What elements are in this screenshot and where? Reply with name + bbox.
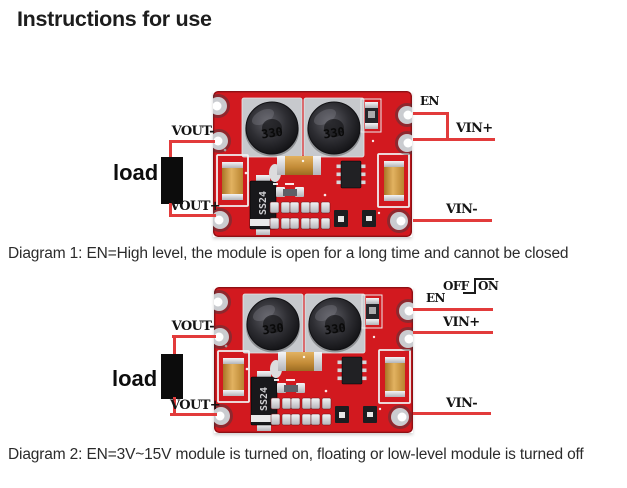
caption-diagram2: Diagram 2: EN=3V~15V module is turned on…: [8, 446, 584, 463]
label-vin-plus-d2: VIN+: [443, 315, 480, 330]
svg-text:330: 330: [323, 321, 346, 338]
caption-diagram1: Diagram 1: EN=High level, the module is …: [8, 245, 569, 262]
label-vin-minus-d1: VIN-: [446, 202, 478, 217]
smd-chips-bottom: [334, 210, 376, 227]
label-vout-minus-d1: VOUT-: [171, 124, 215, 139]
diode-ss24-icon: SS24: [249, 175, 277, 235]
wire-en-d2: [413, 308, 493, 311]
label-vout-plus-d1: VOUT+: [170, 199, 221, 214]
pcb-module-photo: 330 330: [213, 91, 412, 237]
wire-en-d1: [413, 112, 448, 115]
label-vin-minus-d2: VIN-: [446, 396, 478, 411]
switch-waveform-edge-icon: [474, 278, 476, 294]
label-on-d2: ON: [478, 279, 499, 293]
silkscreen-dots: [224, 335, 382, 411]
pcb-module-diagram1: 330 330: [213, 91, 412, 237]
wire-vout-minus-d2: [172, 335, 216, 338]
pcb-module-diagram2: 330 330: [214, 287, 413, 433]
page-title: Instructions for use: [17, 7, 212, 31]
solder-pad-grid: [270, 397, 332, 426]
switch-waveform-low-icon: [463, 292, 476, 294]
ic-sot23-icon: [337, 356, 367, 385]
svg-text:SS24: SS24: [259, 387, 270, 411]
wire-vin-minus-d2: [413, 412, 491, 415]
edge-pads-right: [388, 299, 413, 429]
svg-text:330: 330: [261, 321, 284, 338]
pcb-module-photo: 330 330: [214, 287, 413, 433]
load-resistor-d1: [161, 157, 183, 204]
label-load-d1: load: [113, 160, 159, 185]
capacitor-center-icon: [269, 156, 321, 182]
silkscreen-dots: [223, 139, 381, 215]
edge-pads-right: [387, 103, 412, 233]
wire-vout-plus-d2: [170, 413, 217, 416]
pcb-board-edge: [213, 91, 412, 237]
label-en-d1: EN: [420, 94, 440, 108]
wire-vout-minus-d1: [169, 140, 215, 143]
inductor-330-left-icon: 330: [246, 297, 300, 353]
wire-vin-plus-d1: [413, 138, 495, 141]
smd-resistor-icon: [361, 294, 383, 329]
svg-text:330: 330: [260, 125, 283, 142]
switch-waveform-high-icon: [474, 278, 494, 280]
capacitor-center-icon: [270, 352, 322, 378]
wire-load-top-d1: [169, 140, 172, 158]
label-en-d2: EN: [426, 291, 446, 305]
label-off-d2: OFF: [443, 279, 469, 293]
inductor-330-left-icon: 330: [245, 101, 299, 157]
svg-text:330: 330: [322, 125, 345, 142]
wire-vin-minus-d1: [413, 219, 492, 222]
wire-vout-plus-d1: [169, 214, 216, 217]
wire-load-bottom-d2: [173, 397, 176, 414]
wire-en-to-vinplus-d1: [446, 112, 449, 140]
solder-pad-grid: [269, 201, 331, 230]
inductor-330-right-icon: 330: [307, 101, 361, 157]
capacitor-left-icon: [217, 350, 250, 403]
edge-pads-left: [214, 290, 233, 428]
smd-component-icon: [274, 379, 305, 393]
capacitor-right-icon: [378, 349, 411, 404]
inductor-330-right-icon: 330: [308, 297, 362, 353]
wire-load-top-d2: [173, 335, 176, 355]
capacitor-left-icon: [216, 154, 249, 207]
smd-resistor-icon: [360, 98, 382, 133]
capacitor-right-icon: [377, 153, 410, 208]
edge-pads-left: [213, 94, 232, 232]
smd-chips-bottom: [335, 406, 377, 423]
label-vout-plus-d2: VOUT+: [170, 398, 221, 413]
ic-sot23-icon: [336, 160, 366, 189]
label-vin-plus-d1: VIN+: [456, 121, 493, 136]
pcb-board-edge: [214, 287, 413, 433]
smd-component-icon: [273, 183, 304, 197]
svg-text:SS24: SS24: [258, 191, 269, 215]
label-vout-minus-d2: VOUT-: [171, 319, 215, 334]
label-load-d2: load: [112, 366, 158, 391]
wire-load-bottom-d1: [169, 203, 172, 216]
wire-vin-plus-d2: [413, 331, 493, 334]
load-resistor-d2: [161, 354, 183, 399]
